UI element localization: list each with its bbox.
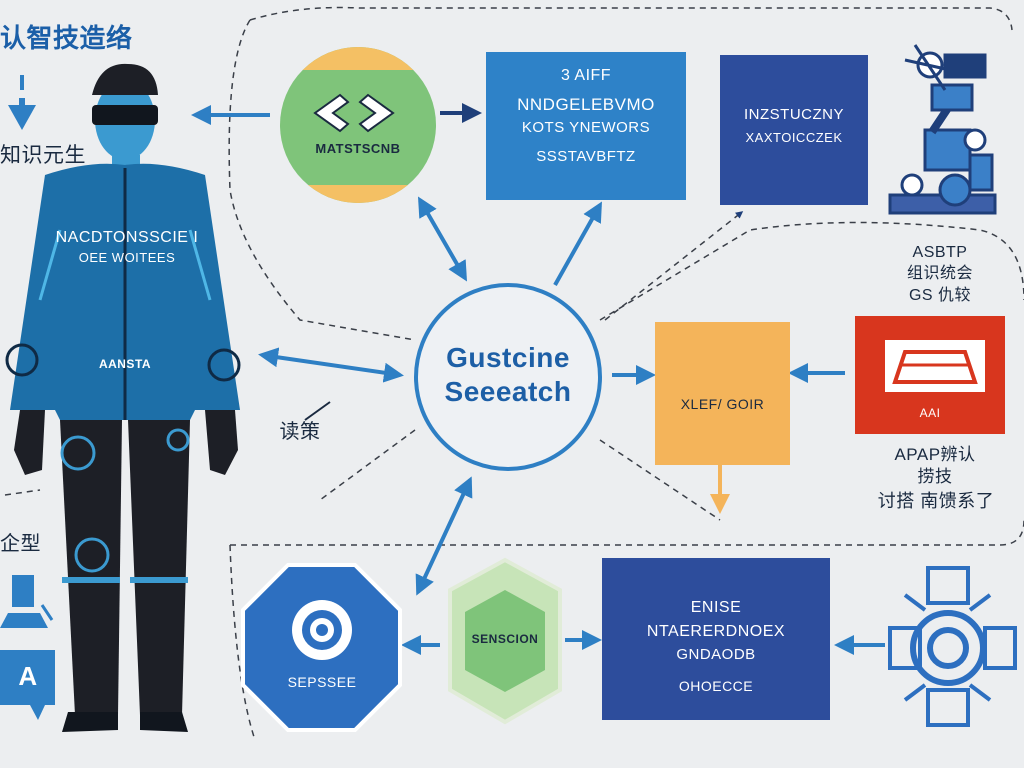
left-bottom-icons — [0, 575, 55, 720]
right-top-line-1: ASBTP — [912, 244, 968, 261]
jacket-line-1: NACDTONSSCIE I — [55, 229, 199, 246]
code-circle-node — [280, 47, 436, 203]
gear-icon — [888, 566, 1017, 727]
blue-box-top-line-4: SSSTAVBFTZ — [536, 148, 636, 165]
left-bottom-label: 企型 — [0, 533, 41, 555]
blue-box-top-line-3: KOTS YNEWORS — [521, 119, 651, 137]
right-mid-line-2: 捞技 — [917, 467, 953, 486]
navy-box-bottom-line-3: GNDAODB — [676, 646, 756, 663]
right-top-line-2: 组识统会 — [906, 265, 973, 282]
dashed-region-top — [249, 6, 1013, 31]
pen-icon — [304, 401, 331, 421]
right-mid-line-3: 讨搭 南馈系了 — [877, 491, 995, 511]
hub-circle — [414, 283, 602, 471]
left-bottom-badge: A — [18, 661, 38, 691]
header-title: 认智技造络 — [0, 23, 133, 53]
octagon-label: SEPSSEE — [287, 674, 357, 690]
person-left-label: 知识元生 — [0, 144, 86, 167]
hub-line-2: Seeeatch — [444, 376, 572, 407]
orange-box-label: XLEF/ GOIR — [680, 396, 765, 412]
navy-box-top — [720, 55, 868, 205]
navy-box-bottom-line-4: OHOECCE — [678, 678, 754, 694]
right-mid-line-1: APAP辨认 — [894, 445, 976, 464]
jacket-line-2: OEE WOITEES — [78, 250, 176, 265]
target-icon — [292, 600, 352, 660]
hub-line-1: Gustcine — [446, 342, 570, 373]
blue-box-top — [486, 52, 686, 200]
green-hex-label: SENSCION — [471, 632, 539, 646]
dashed-left-tick — [4, 489, 41, 496]
side-note: 读策 — [279, 421, 321, 443]
arrow-down-icon — [8, 75, 36, 130]
dashed-region-right — [599, 221, 1024, 321]
dashed-diag-1 — [319, 429, 416, 501]
jacket-badge: AANSTA — [98, 357, 152, 371]
dashed-region-left — [228, 19, 416, 341]
red-box-label: AAI — [919, 406, 941, 420]
navy-box-bottom — [602, 558, 830, 720]
code-brackets-icon — [313, 93, 395, 133]
connectors — [191, 103, 885, 655]
blue-box-top-line-1: 3 AIFF — [560, 67, 612, 84]
screen-icon — [885, 340, 985, 392]
navy-box-bottom-line-2: NTAERERDNOEX — [646, 623, 786, 640]
person-figure — [5, 63, 241, 732]
right-top-line-3: GS 仇较 — [908, 287, 972, 304]
connector-dash-to-navy — [604, 211, 744, 321]
green-hex-node — [448, 557, 562, 725]
robot-arm-icon — [888, 44, 997, 215]
blue-box-top-line-2: NNDGELEBVMO — [517, 95, 655, 114]
navy-box-bottom-line-1: ENISE — [690, 599, 742, 616]
navy-box-top-line-2: XAXTOICCZEK — [745, 130, 843, 145]
navy-box-top-line-1: INZSTUCZNY — [744, 106, 844, 123]
dashed-diag-2 — [599, 439, 721, 521]
orange-box — [655, 322, 790, 465]
code-circle-label: MATSTSCNB — [315, 141, 401, 156]
blue-box-top-text: 3 AIFF NNDGELEBVMO KOTS YNEWORS SSSTAVBF… — [486, 62, 686, 167]
